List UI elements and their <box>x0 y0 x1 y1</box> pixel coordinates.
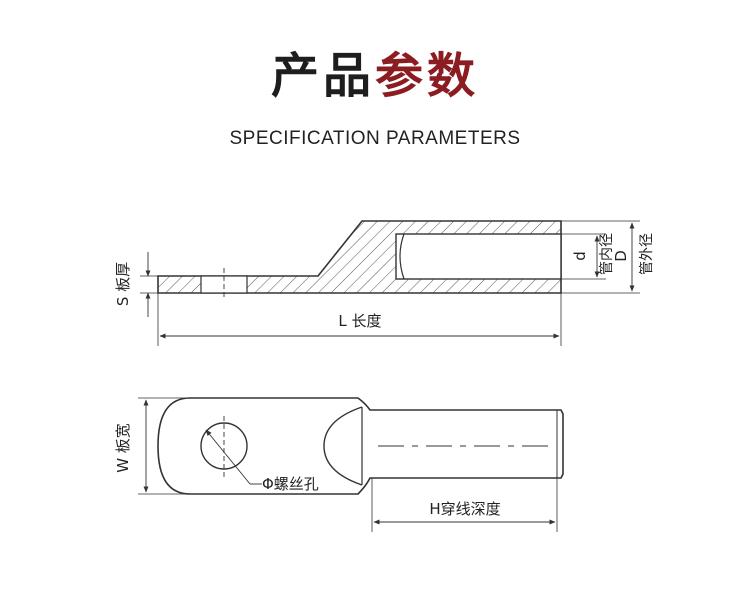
inner-diameter-label: 管内径 <box>599 233 615 275</box>
lug-outline <box>157 397 564 495</box>
bore-cavity <box>395 233 562 280</box>
length-label: L 长度 <box>338 312 381 330</box>
title-part-product: 产品 <box>270 48 375 104</box>
inner-diameter-symbol: d <box>571 251 589 261</box>
title-part-parameters: 参数 <box>375 48 480 104</box>
outer-diameter-label: 管外径 <box>639 233 655 275</box>
barrel-neck-arc <box>323 406 363 486</box>
top-view: Φ螺丝孔 W 板宽 H穿线深度 <box>114 397 564 532</box>
page-title: 产品参数 <box>0 52 750 100</box>
bolt-hole-diameter-line <box>205 429 251 485</box>
thickness-label: S 板厚 <box>114 262 132 306</box>
bolt-hole-label: Φ螺丝孔 <box>262 475 319 493</box>
bolt-hole-circle <box>200 422 248 470</box>
bore-end <box>399 233 405 280</box>
depth-label: H穿线深度 <box>429 500 500 518</box>
page-subtitle: SPECIFICATION PARAMETERS <box>229 128 521 149</box>
outer-diameter-symbol: D <box>612 250 630 262</box>
side-view-section: S 板厚 L 长度 d 管内径 D 管外径 <box>114 220 655 346</box>
width-label: W 板宽 <box>114 423 132 473</box>
